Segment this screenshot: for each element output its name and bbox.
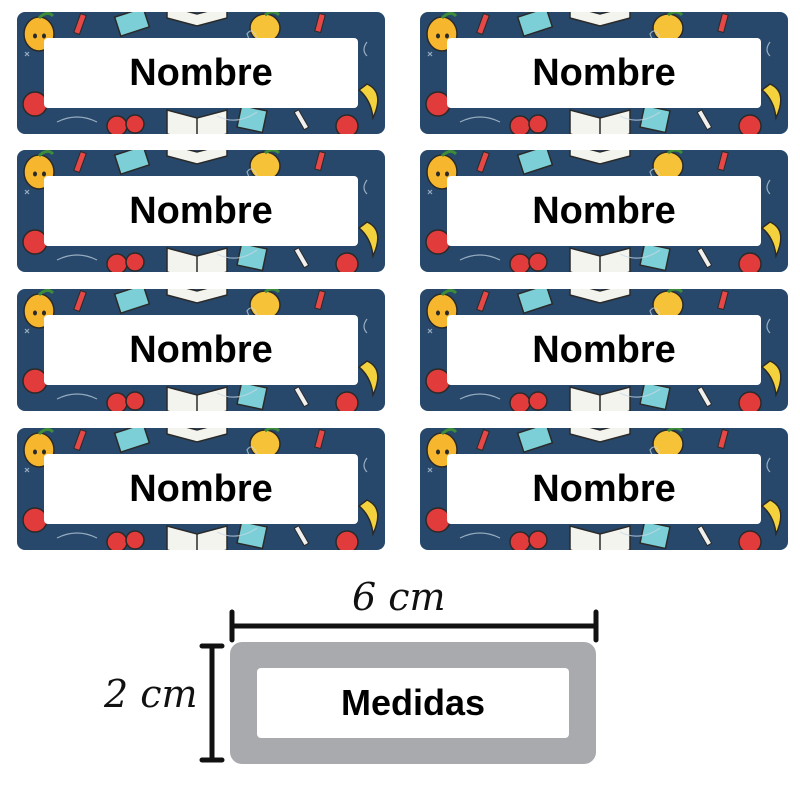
size-sample-label: Medidas xyxy=(230,642,596,764)
apple-icon xyxy=(425,368,762,411)
name-box: Nombre xyxy=(44,176,358,246)
doodle-lines xyxy=(427,168,771,261)
name-box: Nombre xyxy=(447,176,761,246)
width-dimension-label: 6 cm xyxy=(352,575,446,619)
name-label-5: Nombre xyxy=(17,289,385,411)
apple-icon xyxy=(22,91,359,134)
name-text: Nombre xyxy=(532,189,676,232)
apple-icon xyxy=(22,229,359,272)
lemon-icon xyxy=(652,428,684,459)
pencil-icon xyxy=(73,428,326,547)
doodle-lines xyxy=(24,446,368,539)
book-icon xyxy=(166,150,228,272)
name-label-4: Nombre xyxy=(420,150,788,272)
banana-icon xyxy=(357,499,379,537)
name-text: Nombre xyxy=(532,328,676,371)
name-label-3: Nombre xyxy=(17,150,385,272)
doodle-lines xyxy=(427,446,771,539)
banana-icon xyxy=(357,221,379,259)
book-icon xyxy=(569,428,631,550)
name-label-1: Nombre xyxy=(17,12,385,134)
banana-icon xyxy=(357,360,379,398)
doodle-lines xyxy=(24,307,368,400)
notebook-icon xyxy=(113,428,268,550)
pencil-icon xyxy=(476,150,729,269)
name-text: Nombre xyxy=(532,467,676,510)
school-pattern-background xyxy=(425,12,782,134)
doodle-lines xyxy=(24,168,368,261)
height-ruler xyxy=(199,643,225,763)
notebook-icon xyxy=(516,12,671,134)
school-pattern-background xyxy=(22,428,379,550)
name-label-8: Nombre xyxy=(420,428,788,550)
height-dimension-label: 2 cm xyxy=(104,672,198,716)
name-box: Nombre xyxy=(447,454,761,524)
name-text: Nombre xyxy=(129,328,273,371)
school-pattern-background xyxy=(22,12,379,134)
name-box: Nombre xyxy=(44,454,358,524)
name-box: Nombre xyxy=(447,315,761,385)
name-text: Nombre xyxy=(532,51,676,94)
notebook-icon xyxy=(113,150,268,272)
notebook-icon xyxy=(113,12,268,134)
pencil-icon xyxy=(73,12,326,131)
lemon-icon xyxy=(249,150,281,181)
name-text: Nombre xyxy=(129,51,273,94)
book-icon xyxy=(569,150,631,272)
lemon-icon xyxy=(652,12,684,43)
banana-icon xyxy=(760,499,782,537)
sample-text: Medidas xyxy=(340,682,486,723)
school-pattern-background xyxy=(425,428,782,550)
name-label-2: Nombre xyxy=(420,12,788,134)
book-icon xyxy=(166,12,228,134)
apple-icon xyxy=(425,91,762,134)
banana-icon xyxy=(760,221,782,259)
school-pattern-background xyxy=(425,289,782,411)
notebook-icon xyxy=(516,150,671,272)
apple-icon xyxy=(22,507,359,550)
banana-icon xyxy=(760,360,782,398)
book-icon xyxy=(166,428,228,550)
notebook-icon xyxy=(516,289,671,411)
name-box: Nombre xyxy=(44,38,358,108)
pencil-icon xyxy=(476,289,729,408)
school-pattern-background xyxy=(22,289,379,411)
pencil-icon xyxy=(73,289,326,408)
name-box: Nombre xyxy=(447,38,761,108)
notebook-icon xyxy=(113,289,268,411)
apple-icon xyxy=(425,507,762,550)
book-icon xyxy=(569,289,631,411)
banana-icon xyxy=(760,83,782,121)
doodle-lines xyxy=(24,30,368,123)
name-box: Nombre xyxy=(44,315,358,385)
book-icon xyxy=(166,289,228,411)
apple-icon xyxy=(22,368,359,411)
name-text: Nombre xyxy=(129,467,273,510)
name-text: Nombre xyxy=(129,189,273,232)
school-pattern-background xyxy=(425,150,782,272)
banana-icon xyxy=(357,83,379,121)
lemon-icon xyxy=(249,428,281,459)
pencil-icon xyxy=(73,150,326,269)
pencil-icon xyxy=(476,12,729,131)
apple-icon xyxy=(425,229,762,272)
notebook-icon xyxy=(516,428,671,550)
name-label-6: Nombre xyxy=(420,289,788,411)
name-label-7: Nombre xyxy=(17,428,385,550)
sample-text-box: Medidas xyxy=(257,668,569,738)
book-icon xyxy=(569,12,631,134)
pencil-icon xyxy=(476,428,729,547)
